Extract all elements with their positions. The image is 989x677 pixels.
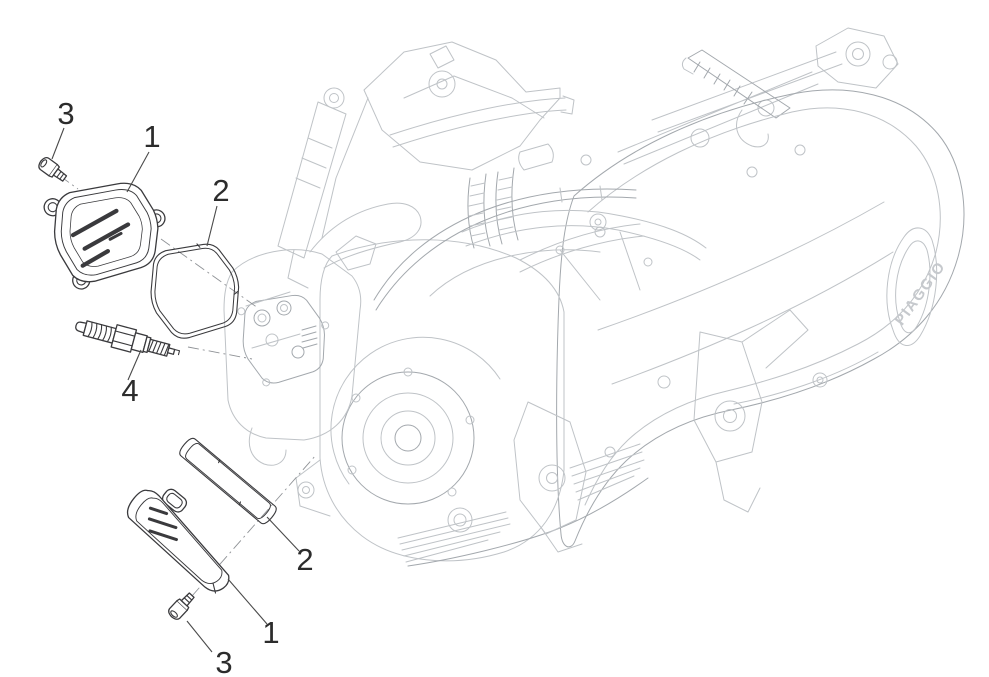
engine-assembly: PIAGGIO [223,27,965,567]
coolant-hoses [373,167,707,311]
axis-spark-plug [187,346,253,360]
axis-cover-to-head [160,238,259,309]
leader-screw-lower [186,620,213,653]
callout-screw-upper: 3 [57,96,74,131]
cvt-cover: PIAGGIO [556,89,965,548]
leader-lower-gasket [266,516,300,552]
part-lower-gasket [176,435,280,527]
callout-screw-lower: 3 [215,645,232,677]
part-spark-plug [75,320,181,357]
leader-screw-upper [51,127,65,160]
part-lower-cover [117,483,245,598]
part-screw-lower [165,589,198,623]
exploded-parts [35,154,280,623]
part-screw-upper [35,154,70,185]
rear-linkage [617,27,899,165]
top-mount-bracket [321,41,575,239]
callout-lower-gasket: 2 [296,542,313,577]
leader-lines [51,127,300,653]
callout-head-cover: 1 [143,119,160,154]
cooling-fins [397,443,649,567]
part-head-cover-gasket [140,234,249,345]
callout-spark-plug: 4 [121,373,138,408]
leader-lower-cover [227,578,268,625]
part-head-cover [43,173,169,290]
callout-head-cover-gasket: 2 [212,173,229,208]
callouts: 3 1 2 4 2 1 3 [57,96,313,677]
crankcase [295,223,645,562]
piaggio-engraving: PIAGGIO [892,258,950,328]
leader-head-cover-gasket [206,205,218,247]
side-stand-bracket [513,154,809,553]
leader-spark-plug [127,349,142,381]
rear-shock [277,87,347,289]
leader-head-cover [126,151,150,193]
callout-lower-cover: 1 [262,615,279,650]
cylinder-head [223,202,422,466]
